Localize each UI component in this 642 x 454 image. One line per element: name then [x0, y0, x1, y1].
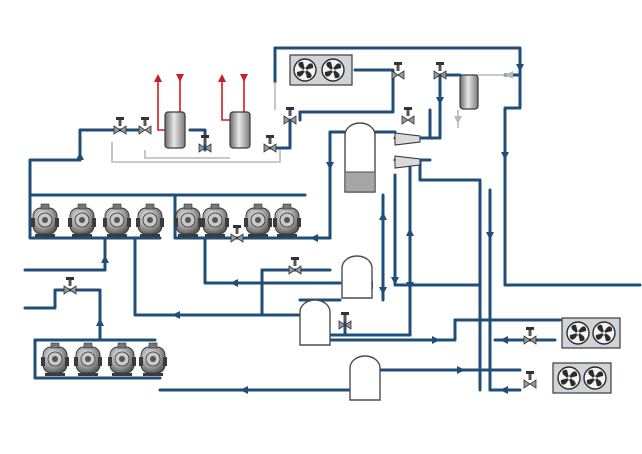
right-fan-condenser-1 [561, 317, 621, 349]
right-fan-condenser-2 [552, 362, 612, 394]
separator-tank [344, 122, 376, 193]
top-fan-condenser [289, 54, 353, 86]
compressor-rack-1 [30, 203, 165, 238]
receiver-vessel-3 [349, 355, 381, 401]
heat-source-lines [154, 74, 248, 131]
fan-icon [293, 58, 317, 82]
heat-exchanger-2 [229, 111, 251, 149]
receiver-vessel-1 [341, 255, 373, 299]
compressor-rack-3 [40, 342, 168, 377]
fan-icon [321, 58, 345, 82]
ejectors [394, 132, 421, 169]
receiver-vessel-2 [299, 299, 331, 346]
heat-exchanger-3 [459, 74, 479, 110]
heat-exchanger-1 [164, 111, 186, 149]
flow-arrows [76, 64, 524, 394]
